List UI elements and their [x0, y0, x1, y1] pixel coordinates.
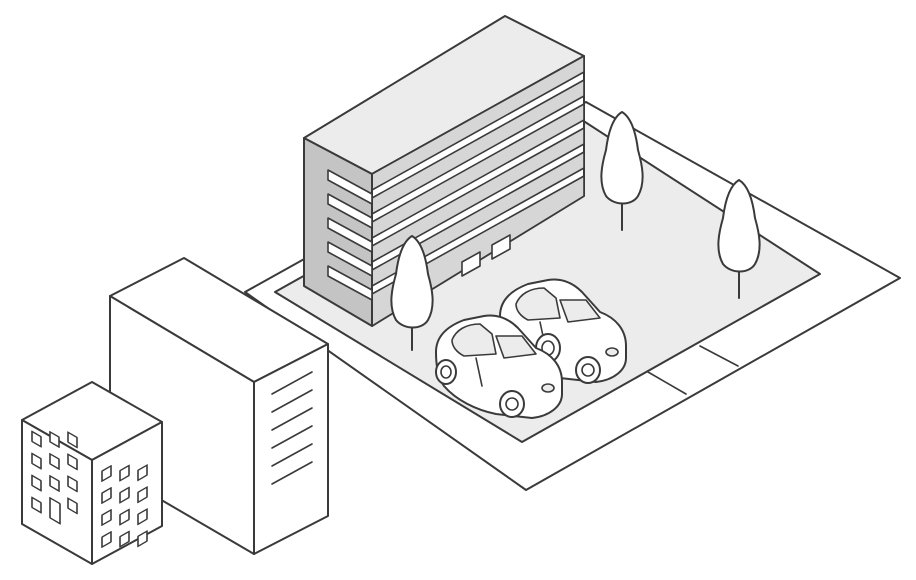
apartment-left-windows: [31, 430, 78, 525]
car-front: [435, 314, 563, 419]
apartment-door: [49, 496, 61, 525]
tree-2: [717, 179, 761, 299]
door-1: [461, 251, 481, 277]
office-building: [303, 15, 585, 327]
apartment-building: [21, 381, 163, 565]
apartment-right-windows: [101, 464, 148, 549]
tree-3: [390, 235, 434, 351]
tree-1: [600, 111, 644, 231]
door-2: [491, 234, 511, 260]
